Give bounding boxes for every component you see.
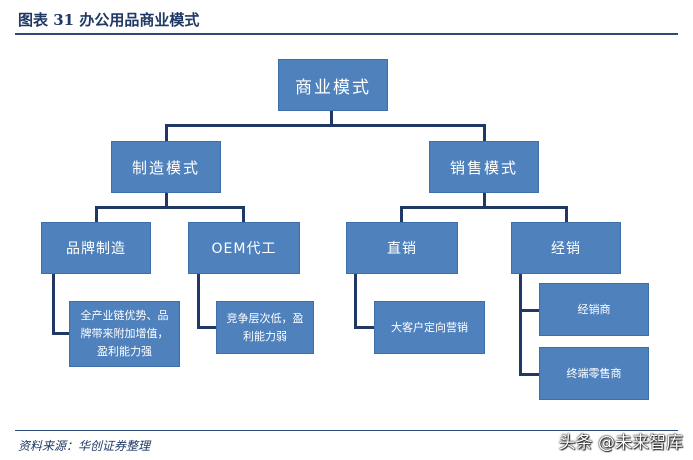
node-direct-sales-label: 直销 bbox=[387, 241, 417, 257]
node-brand-manufacturing-label: 品牌制造 bbox=[66, 241, 126, 257]
node-sales-model-label: 销售模式 bbox=[449, 158, 518, 177]
connector-brand-note-h bbox=[52, 332, 69, 335]
source-note: 资料来源：华创证券整理 bbox=[18, 439, 151, 453]
header-divider bbox=[15, 33, 678, 35]
connector-oem-note-h bbox=[197, 326, 216, 329]
connector-to-oem bbox=[242, 206, 245, 222]
node-distributor: 经销商 bbox=[539, 283, 649, 336]
connector-root-down bbox=[330, 111, 333, 126]
note-brand-advantage-text: 全产业链优势、品牌带来附加增值，盈利能力强 bbox=[80, 309, 169, 358]
figure-title: 图表 31 办公用品商业模式 bbox=[18, 11, 200, 29]
connector-direct-note-v bbox=[354, 274, 357, 329]
node-business-model-label: 商业模式 bbox=[295, 77, 371, 98]
connector-distributor-h bbox=[519, 309, 539, 312]
connector-to-direct bbox=[400, 206, 403, 222]
watermark: 头条 @未来智库 bbox=[558, 433, 683, 453]
footer-divider bbox=[15, 430, 678, 431]
connector-level1-bar bbox=[165, 124, 486, 127]
node-distribution-label: 经销 bbox=[551, 241, 581, 257]
note-direct-marketing: 大客户定向营销 bbox=[374, 301, 485, 354]
connector-to-sales bbox=[483, 124, 486, 141]
node-sales-model: 销售模式 bbox=[429, 141, 539, 193]
connector-distribution-v bbox=[519, 274, 522, 376]
note-brand-advantage: 全产业链优势、品牌带来附加增值，盈利能力强 bbox=[69, 301, 180, 367]
node-brand-manufacturing: 品牌制造 bbox=[41, 222, 151, 274]
node-end-retailer-label: 终端零售商 bbox=[566, 366, 622, 380]
note-oem-weakness-text: 竞争层次低，盈利能力弱 bbox=[226, 311, 304, 343]
node-distribution: 经销 bbox=[511, 222, 621, 274]
connector-direct-note-h bbox=[354, 326, 374, 329]
connector-oem-note-v bbox=[197, 274, 200, 329]
connector-to-manufacturing bbox=[165, 124, 168, 141]
note-oem-weakness: 竞争层次低，盈利能力弱 bbox=[216, 301, 314, 354]
connector-brand-note-v bbox=[52, 274, 55, 335]
connector-retailer-h bbox=[519, 373, 539, 376]
connector-manufacturing-down bbox=[165, 193, 168, 208]
node-distributor-label: 经销商 bbox=[577, 302, 611, 316]
node-oem-label: OEM代工 bbox=[211, 241, 277, 257]
note-direct-marketing-text: 大客户定向营销 bbox=[391, 320, 468, 334]
node-manufacturing-model-label: 制造模式 bbox=[131, 158, 200, 177]
node-direct-sales: 直销 bbox=[346, 222, 458, 274]
node-end-retailer: 终端零售商 bbox=[539, 347, 649, 400]
node-oem: OEM代工 bbox=[188, 222, 300, 274]
connector-sales-down bbox=[483, 193, 486, 208]
node-manufacturing-model: 制造模式 bbox=[111, 141, 221, 193]
figure-header: 图表 31 办公用品商业模式 bbox=[0, 0, 693, 35]
connector-manufacturing-bar bbox=[95, 206, 245, 209]
connector-sales-bar bbox=[400, 206, 568, 209]
connector-to-brand bbox=[95, 206, 98, 222]
connector-to-distribution bbox=[565, 206, 568, 222]
node-business-model: 商业模式 bbox=[278, 59, 388, 111]
